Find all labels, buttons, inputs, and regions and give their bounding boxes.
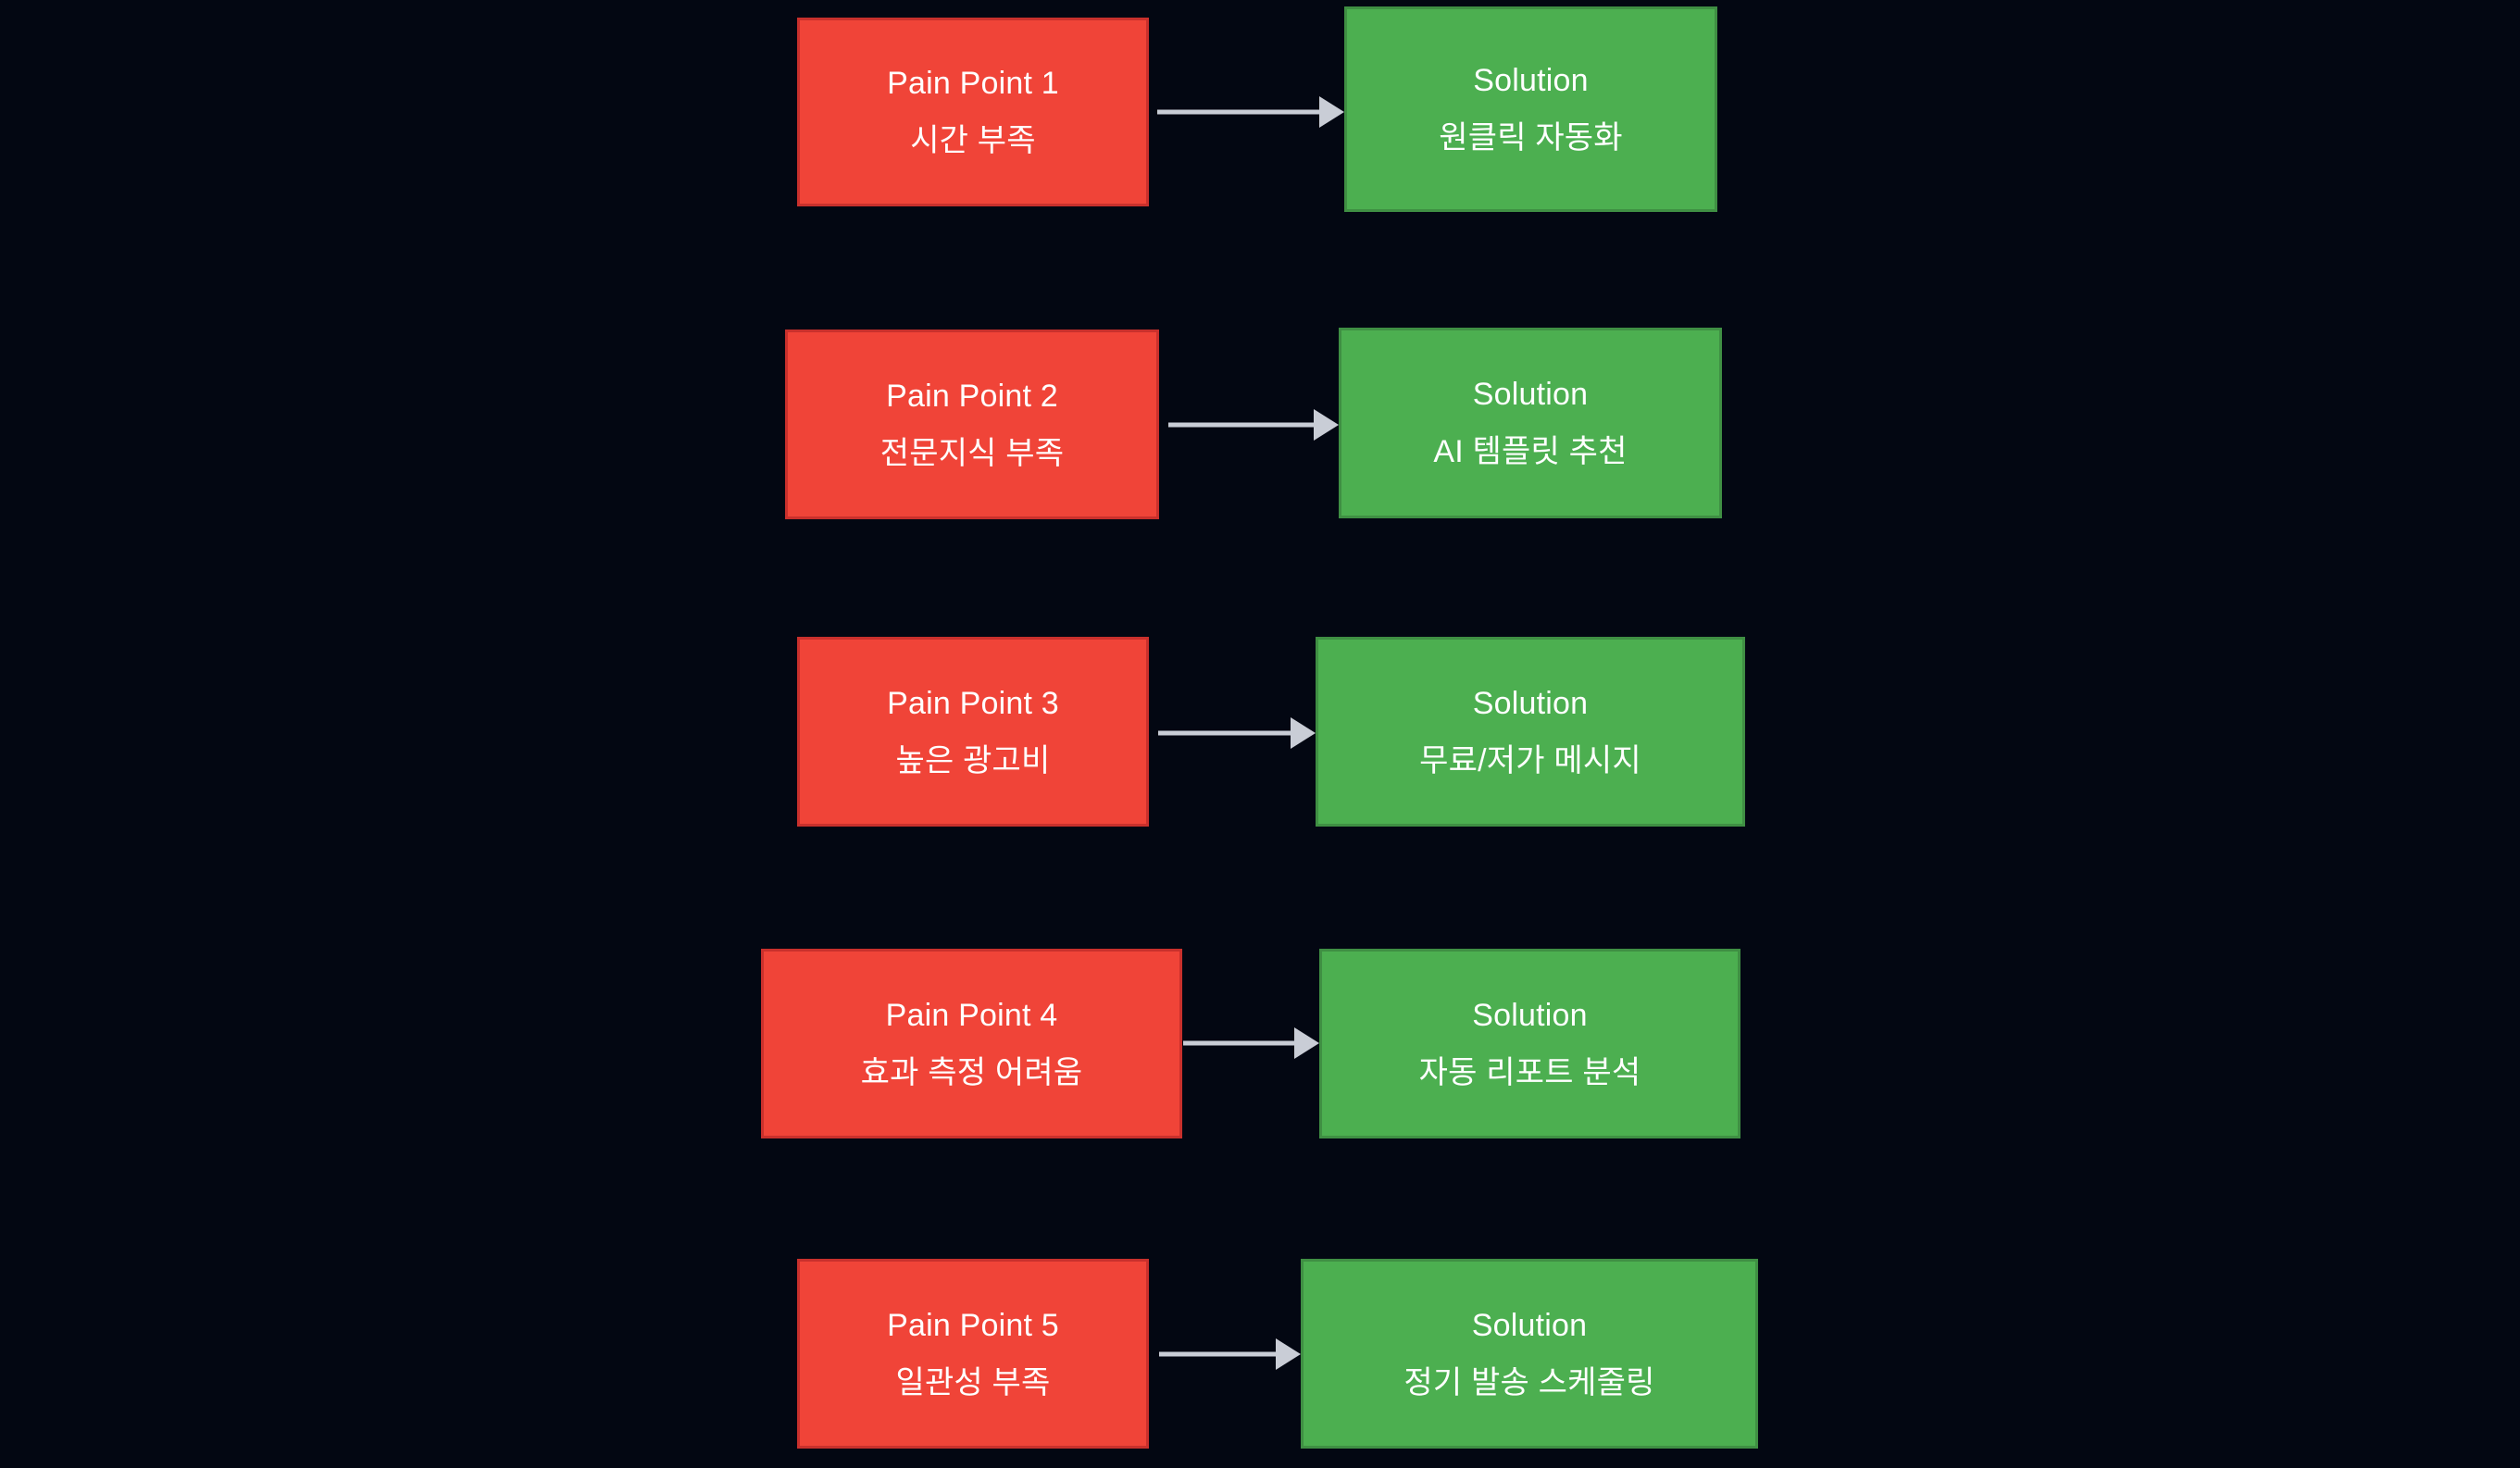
node-subtitle: 일관성 부족 [895,1364,1051,1400]
node-title: Pain Point 1 [887,66,1059,101]
node-solution-3[interactable]: Solution 무료/저가 메시지 [1316,637,1745,827]
node-pain-point-1[interactable]: Pain Point 1 시간 부족 [797,18,1149,206]
node-pain-point-3[interactable]: Pain Point 3 높은 광고비 [797,637,1149,827]
arrow-line [1168,422,1315,428]
node-title: Pain Point 3 [887,685,1059,721]
node-pain-point-2[interactable]: Pain Point 2 전문지식 부족 [785,330,1159,519]
arrow-head-icon [1291,717,1316,749]
node-subtitle: 효과 측정 어려움 [860,1054,1083,1090]
node-subtitle: 전문지식 부족 [880,435,1065,471]
node-title: Solution [1473,63,1589,98]
node-subtitle: 정기 발송 스케줄링 [1403,1364,1655,1400]
node-subtitle: 높은 광고비 [895,742,1051,778]
node-title: Solution [1472,377,1589,412]
node-title: Solution [1472,685,1589,721]
node-subtitle: AI 템플릿 추천 [1433,434,1628,469]
node-title: Pain Point 2 [886,378,1058,414]
arrow-head-icon [1319,96,1344,128]
arrow-line [1159,1351,1277,1357]
arrow-line [1157,109,1320,115]
node-solution-2[interactable]: Solution AI 템플릿 추천 [1339,328,1722,518]
node-subtitle: 자동 리포트 분석 [1418,1054,1641,1090]
node-subtitle: 무료/저가 메시지 [1419,742,1641,778]
node-title: Pain Point 4 [885,997,1058,1033]
arrow-head-icon [1276,1338,1301,1370]
node-solution-5[interactable]: Solution 정기 발송 스케줄링 [1301,1259,1758,1449]
node-title: Solution [1472,997,1588,1033]
node-title: Pain Point 5 [887,1307,1059,1343]
node-pain-point-5[interactable]: Pain Point 5 일관성 부족 [797,1259,1149,1449]
arrow-line [1158,730,1291,736]
node-subtitle: 원클릭 자동화 [1439,120,1623,156]
arrow-head-icon [1294,1027,1319,1059]
node-title: Solution [1471,1307,1588,1343]
node-subtitle: 시간 부족 [910,123,1036,158]
node-solution-4[interactable]: Solution 자동 리포트 분석 [1319,949,1740,1138]
arrow-head-icon [1314,409,1339,441]
arrow-line [1183,1040,1295,1046]
node-pain-point-4[interactable]: Pain Point 4 효과 측정 어려움 [761,949,1182,1138]
node-solution-1[interactable]: Solution 원클릭 자동화 [1344,6,1717,212]
